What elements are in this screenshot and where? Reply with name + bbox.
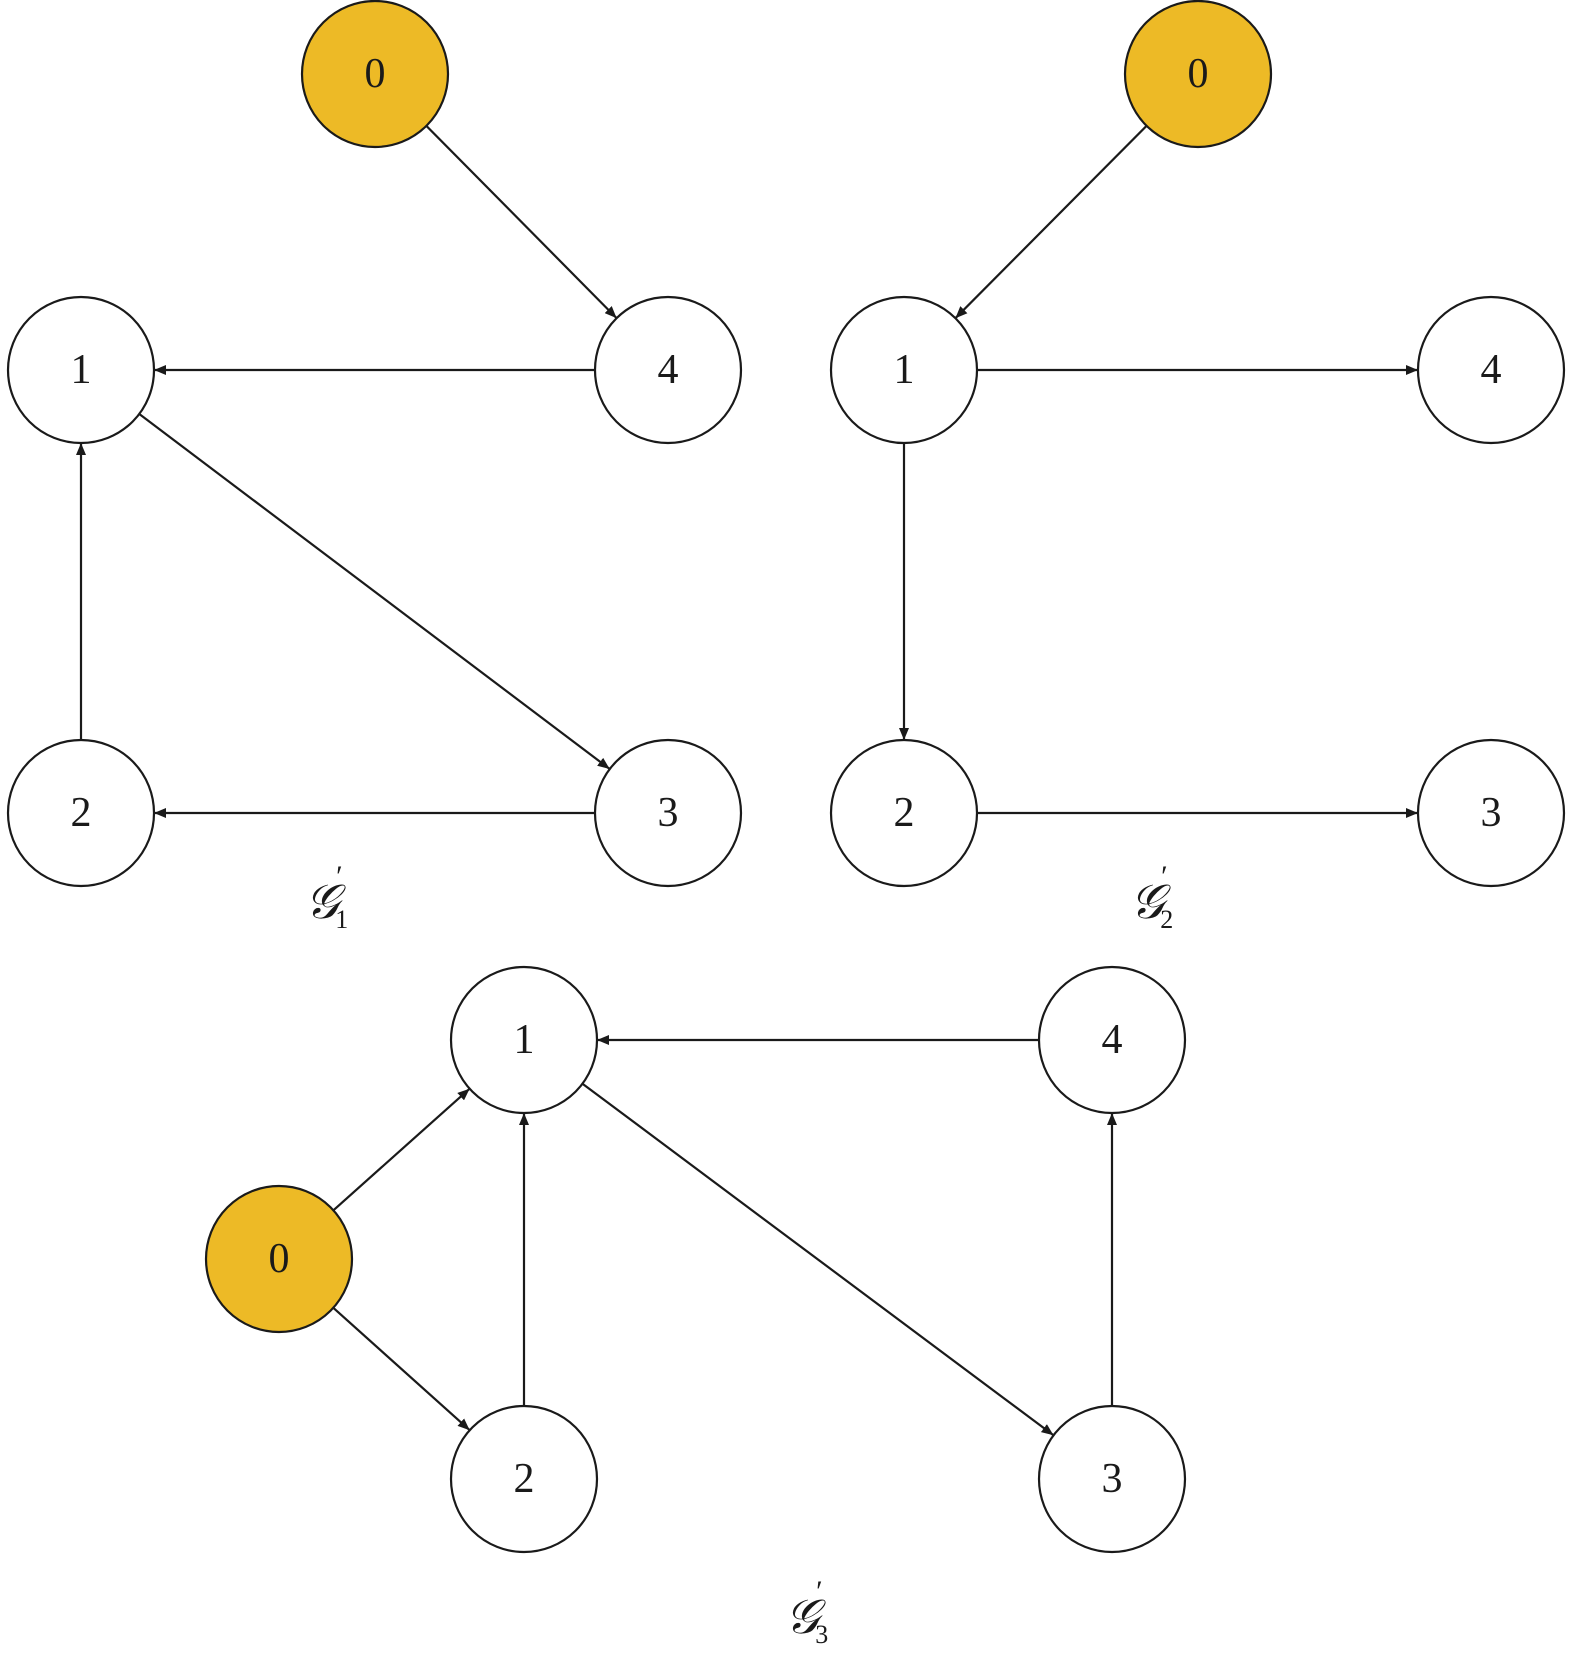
node-4: 4 xyxy=(593,295,743,445)
node-0: 0 xyxy=(1123,0,1273,149)
node-circle xyxy=(449,1404,599,1554)
node-label: 1 xyxy=(514,1017,535,1063)
node-circle xyxy=(593,738,743,888)
node-circle xyxy=(829,295,979,445)
node-3: 3 xyxy=(593,738,743,888)
node-1: 1 xyxy=(829,295,979,445)
node-label: 4 xyxy=(658,347,679,393)
graph-g2-edges xyxy=(899,125,1418,818)
node-label: 4 xyxy=(1481,347,1502,393)
node-0: 0 xyxy=(300,0,450,149)
node-circle xyxy=(6,738,156,888)
graph-g2-nodes: 0 1 2 3 4 xyxy=(829,0,1566,888)
edge-1-to-3 xyxy=(581,1082,1055,1437)
edge-0-to-1 xyxy=(332,1087,471,1212)
node-label: 2 xyxy=(514,1456,535,1502)
graph-g3-caption: 𝒢3 ′ xyxy=(785,1575,828,1649)
edge-0-to-1 xyxy=(954,125,1148,319)
node-2: 2 xyxy=(6,738,156,888)
node-circle xyxy=(1123,0,1273,149)
node-label: 3 xyxy=(1102,1456,1123,1502)
node-1: 1 xyxy=(6,295,156,445)
node-circle xyxy=(593,295,743,445)
node-label: 2 xyxy=(71,790,92,836)
node-label: 0 xyxy=(365,51,386,97)
caption-prime: ′ xyxy=(334,860,341,893)
node-circle xyxy=(449,965,599,1115)
caption-symbol: 𝒢 xyxy=(305,876,346,929)
graph-g3-edges xyxy=(332,1035,1117,1437)
caption-index: 1 xyxy=(335,905,348,934)
node-circle xyxy=(300,0,450,149)
node-label: 4 xyxy=(1102,1017,1123,1063)
graph-g1-nodes: 0 1 2 3 4 xyxy=(6,0,743,888)
caption-index: 3 xyxy=(815,1620,828,1649)
node-0: 0 xyxy=(204,1184,354,1334)
node-4: 4 xyxy=(1037,965,1187,1115)
node-circle xyxy=(1416,295,1566,445)
caption-prime: ′ xyxy=(814,1575,821,1608)
node-label: 0 xyxy=(1188,51,1209,97)
edge-0-to-2 xyxy=(332,1306,471,1432)
node-circle xyxy=(1037,965,1187,1115)
node-3: 3 xyxy=(1416,738,1566,888)
node-2: 2 xyxy=(449,1404,599,1554)
node-circle xyxy=(6,295,156,445)
node-circle xyxy=(829,738,979,888)
edge-0-to-4 xyxy=(425,125,618,319)
caption-prime: ′ xyxy=(1159,860,1166,893)
node-label: 2 xyxy=(894,790,915,836)
node-3: 3 xyxy=(1037,1404,1187,1554)
caption-symbol: 𝒢 xyxy=(785,1591,826,1644)
node-2: 2 xyxy=(829,738,979,888)
node-label: 0 xyxy=(269,1236,290,1282)
edge-1-to-3 xyxy=(138,413,611,770)
node-label: 3 xyxy=(658,790,679,836)
graph-g2-caption: 𝒢2 ′ xyxy=(1130,860,1173,934)
node-label: 1 xyxy=(71,347,92,393)
graph-g1-caption: 𝒢1 ′ xyxy=(305,860,348,934)
graph-g1-edges xyxy=(76,125,618,818)
node-label: 1 xyxy=(894,347,915,393)
node-4: 4 xyxy=(1416,295,1566,445)
node-circle xyxy=(204,1184,354,1334)
node-circle xyxy=(1416,738,1566,888)
node-1: 1 xyxy=(449,965,599,1115)
node-circle xyxy=(1037,1404,1187,1554)
caption-index: 2 xyxy=(1160,905,1173,934)
caption-symbol: 𝒢 xyxy=(1130,876,1171,929)
node-label: 3 xyxy=(1481,790,1502,836)
graph-g3-nodes: 0 1 2 3 4 xyxy=(204,965,1187,1554)
